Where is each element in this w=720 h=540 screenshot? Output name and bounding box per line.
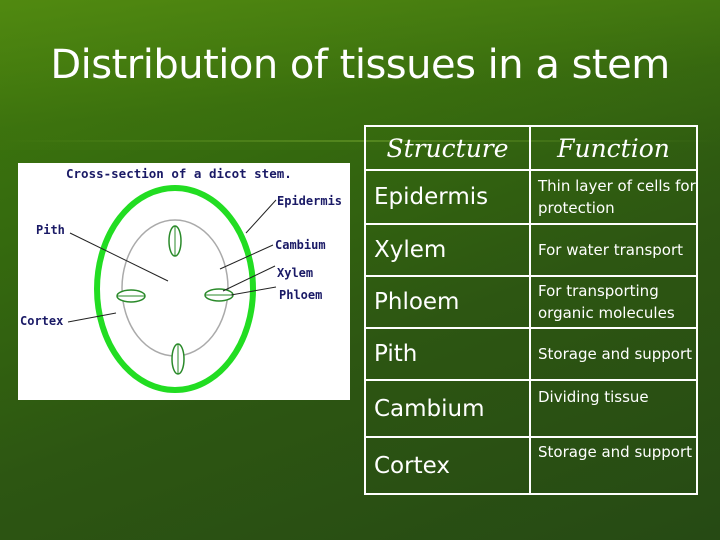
table-row: Phloem For transporting organic molecule…: [364, 275, 698, 329]
structure-cell: Cortex: [364, 436, 531, 495]
header-structure: Structure: [364, 125, 531, 171]
leader-xylem: [222, 265, 276, 292]
label-xylem: Xylem: [277, 266, 313, 280]
title-band: [0, 0, 720, 150]
label-epidermis: Epidermis: [277, 194, 342, 208]
epidermis-ring: [94, 185, 256, 393]
structure-function-table: Structure Function Epidermis Thin layer …: [364, 125, 698, 495]
structure-cell: Phloem: [364, 275, 531, 329]
table-row: Cambium Dividing tissue: [364, 379, 698, 438]
leader-pith: [69, 232, 169, 282]
function-cell: Dividing tissue: [529, 379, 698, 438]
table-row: Cortex Storage and support: [364, 436, 698, 495]
function-cell: For water transport: [529, 223, 698, 277]
header-function: Function: [529, 125, 698, 171]
function-cell: For transporting organic molecules: [529, 275, 698, 329]
table-row: Pith Storage and support: [364, 327, 698, 381]
stem-diagram: Cross-section of a dicot stem. Epidermis…: [20, 166, 342, 393]
structure-cell: Epidermis: [364, 169, 531, 225]
label-pith: Pith: [36, 223, 65, 237]
stem-cross-section-figure: Cross-section of a dicot stem. Epidermis…: [18, 163, 350, 400]
table-header-row: Structure Function: [364, 125, 698, 171]
slide-title: Distribution of tissues in a stem: [50, 42, 670, 88]
label-phloem: Phloem: [279, 288, 322, 302]
diagram-caption: Cross-section of a dicot stem.: [66, 166, 292, 181]
structure-cell: Cambium: [364, 379, 531, 438]
leader-cambium: [219, 244, 274, 270]
table-row: Xylem For water transport: [364, 223, 698, 277]
leader-cortex: [67, 312, 117, 323]
function-cell: Storage and support: [529, 327, 698, 381]
label-cortex: Cortex: [20, 314, 63, 328]
function-cell: Thin layer of cells for protection: [529, 169, 698, 225]
function-cell: Storage and support: [529, 436, 698, 495]
leader-phloem: [230, 286, 277, 296]
title-divider: [0, 140, 720, 142]
label-cambium: Cambium: [275, 238, 326, 252]
structure-cell: Xylem: [364, 223, 531, 277]
structure-cell: Pith: [364, 327, 531, 381]
table-row: Epidermis Thin layer of cells for protec…: [364, 169, 698, 225]
leader-epidermis: [245, 199, 277, 234]
